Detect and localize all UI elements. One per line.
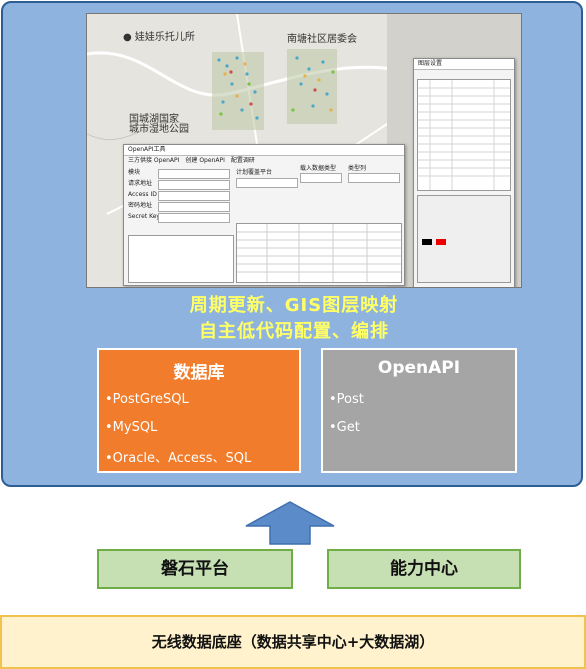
panshi-platform-box: 磐石平台 [97,549,293,589]
caption-line-2: 自主低代码配置、编排 [199,321,389,342]
up-arrow-icon [245,501,335,545]
gis-software-screenshot: ● 娃娃乐托儿所 南塘社区居委会 国城湖国家 城市湿地公园 OpenAPI工具 … [86,13,522,288]
openapi-title: OpenAPI [377,358,461,378]
database-item-postgresql: •PostGreSQL [105,392,189,407]
openapi-dialog-window: OpenAPI工具 三方供接 OpenAPI 创建 OpenAPI 配置调研 模… [123,144,405,286]
openapi-item-get: •Get [329,420,360,435]
caption-line-1: 周期更新、GIS图层映射 [189,295,399,316]
capability-center-box: 能力中心 [327,549,521,589]
database-box: 数据库 •PostGreSQL •MySQL •Oracle、Access、SQ… [97,348,301,473]
layer-list-window: 图层设置 [413,58,515,287]
openapi-item-post: •Post [329,392,364,407]
data-foundation-bar: 无线数据底座（数据共享中心+大数据湖） [0,615,586,669]
main-panel: ● 娃娃乐托儿所 南塘社区居委会 国城湖国家 城市湿地公园 OpenAPI工具 … [1,1,583,487]
database-item-oracle-access-sql: •Oracle、Access、SQL [105,451,252,466]
database-title: 数据库 [173,363,225,383]
database-item-mysql: •MySQL [105,420,158,435]
openapi-box: OpenAPI •Post •Get [321,348,517,473]
